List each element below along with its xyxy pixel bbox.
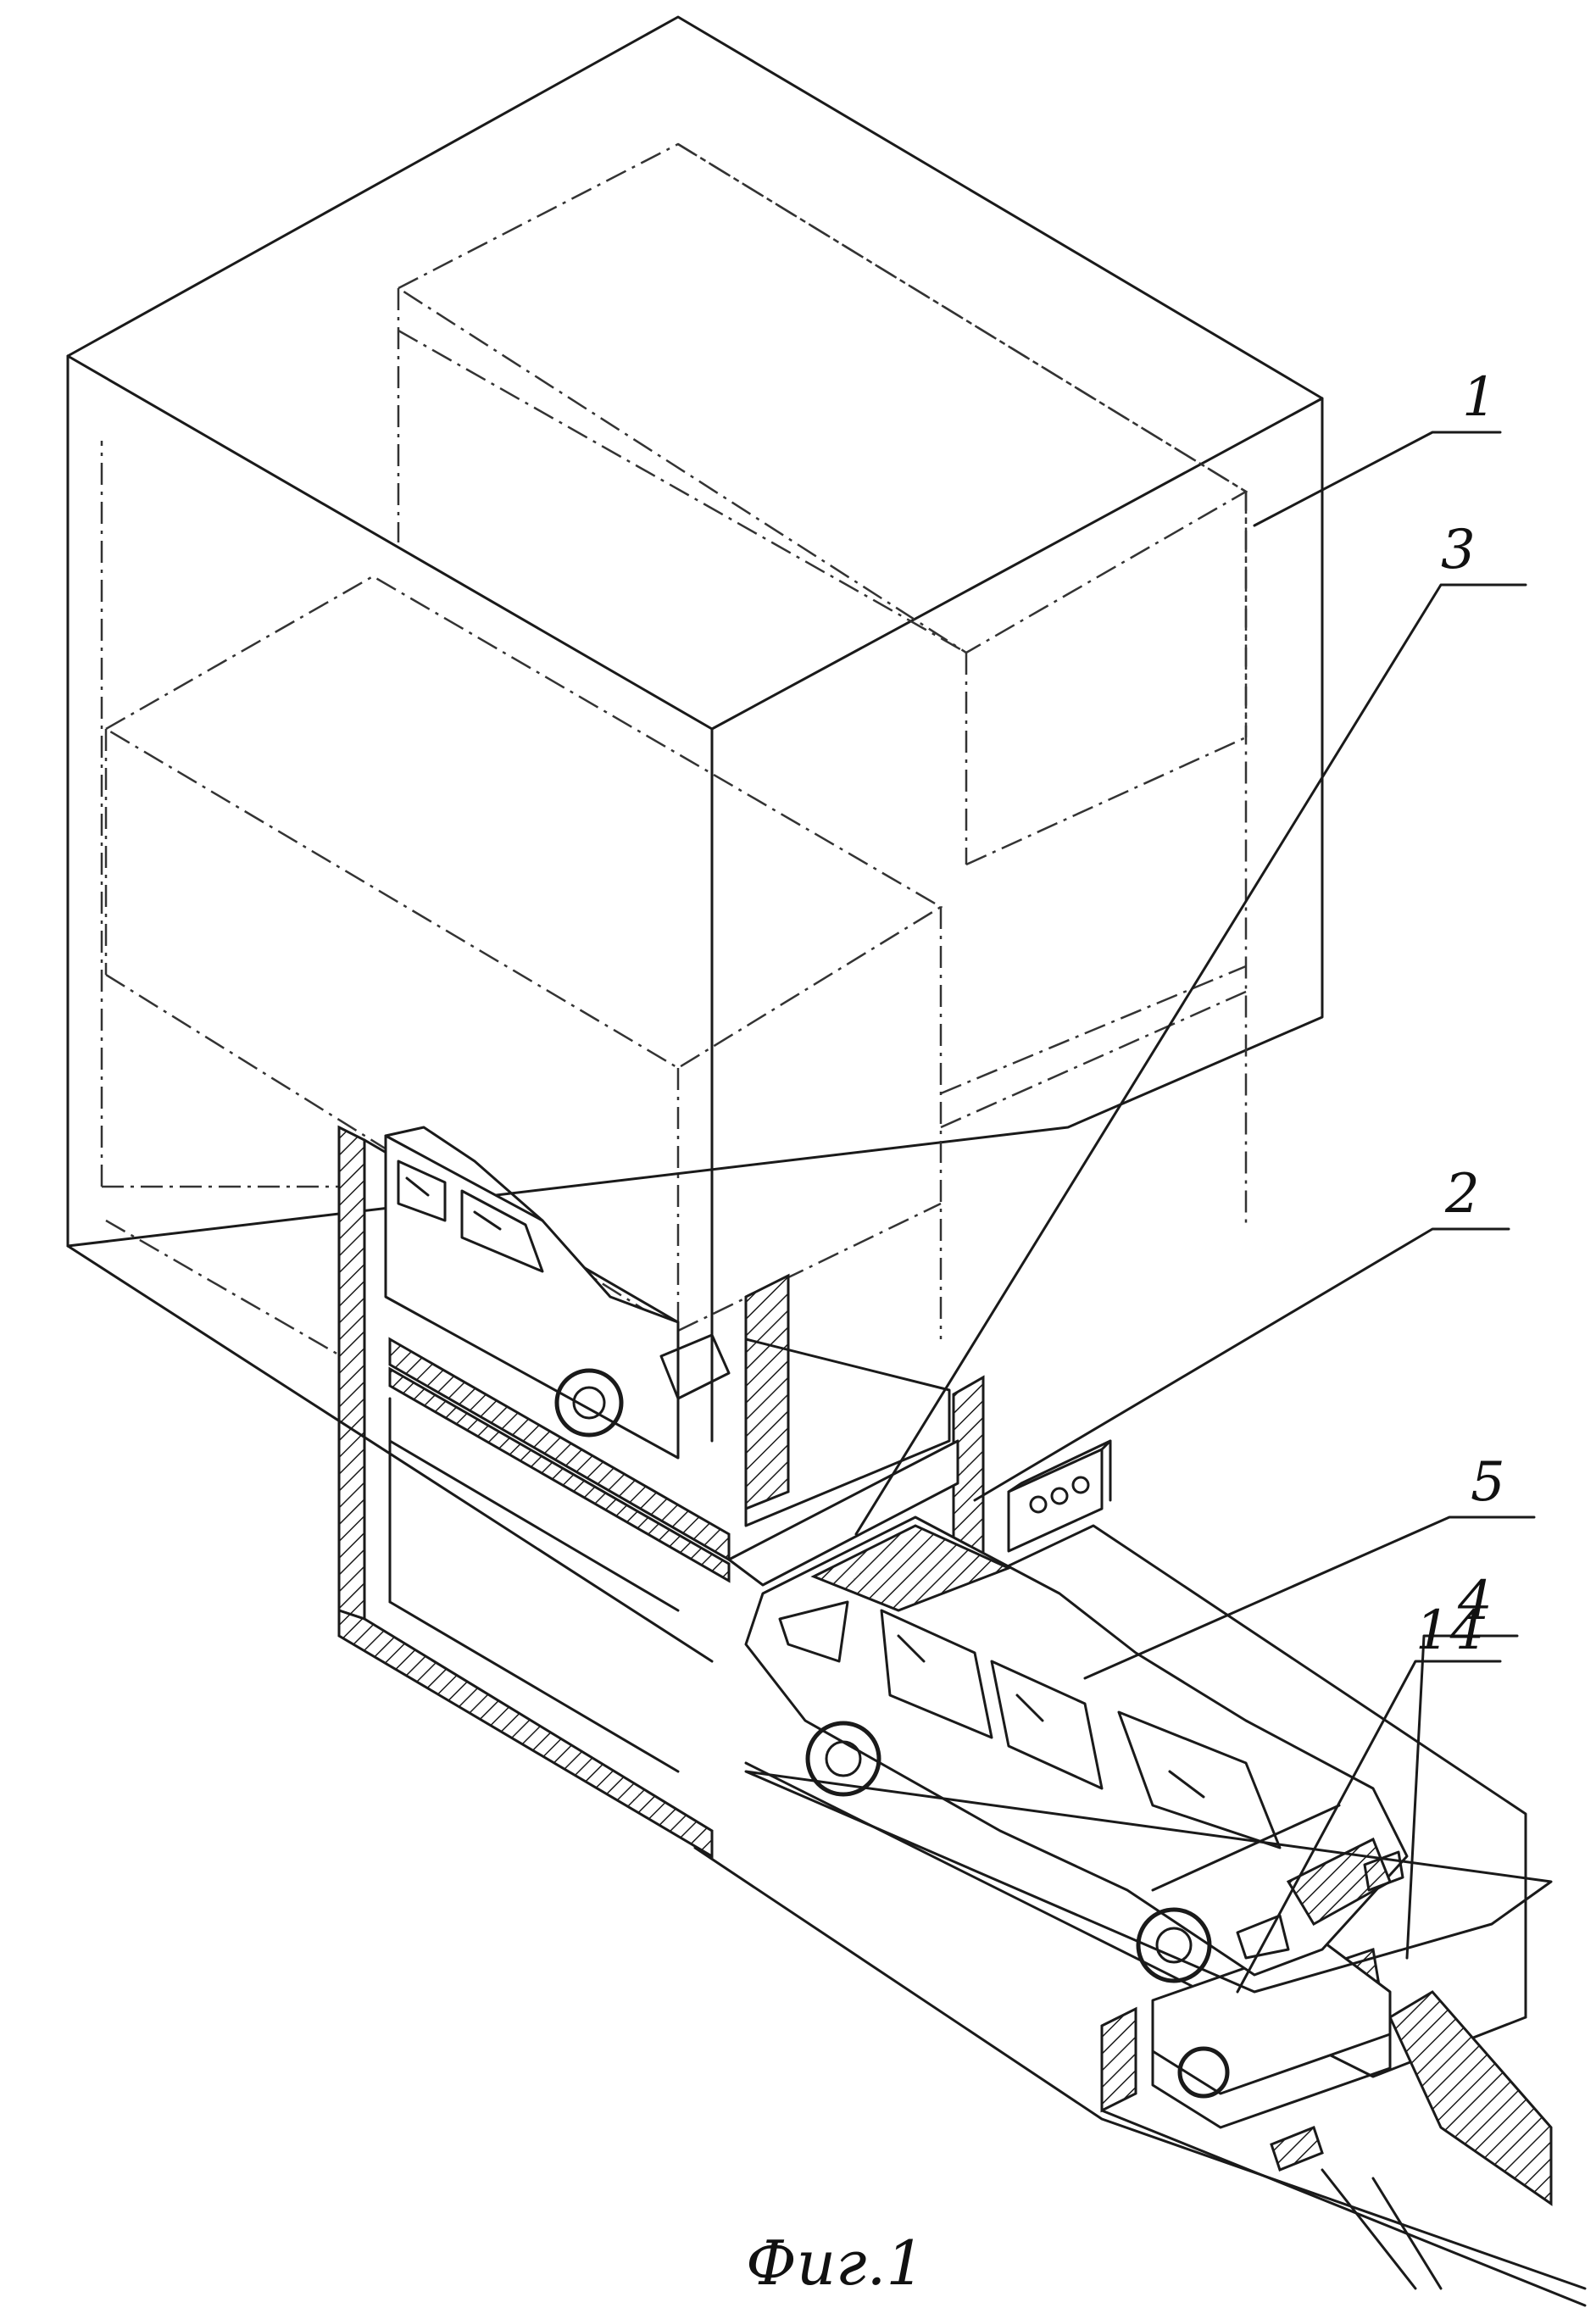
callout-3: 3 bbox=[1441, 519, 1476, 581]
control-panel bbox=[1009, 1441, 1110, 1551]
trolley-14 bbox=[1153, 1941, 1390, 2170]
figure-caption: Фиг.1 bbox=[746, 2227, 925, 2299]
main-car-5 bbox=[746, 1517, 1551, 1992]
callout-labels: 1 3 2 5 4 14 bbox=[1415, 366, 1505, 1662]
building-outline bbox=[68, 17, 1322, 1441]
ramp bbox=[68, 1246, 1585, 2305]
callout-2: 2 bbox=[1444, 1163, 1480, 1226]
callout-1: 1 bbox=[1462, 366, 1497, 429]
callout-5: 5 bbox=[1471, 1451, 1505, 1514]
callout-14: 14 bbox=[1415, 1599, 1484, 1662]
